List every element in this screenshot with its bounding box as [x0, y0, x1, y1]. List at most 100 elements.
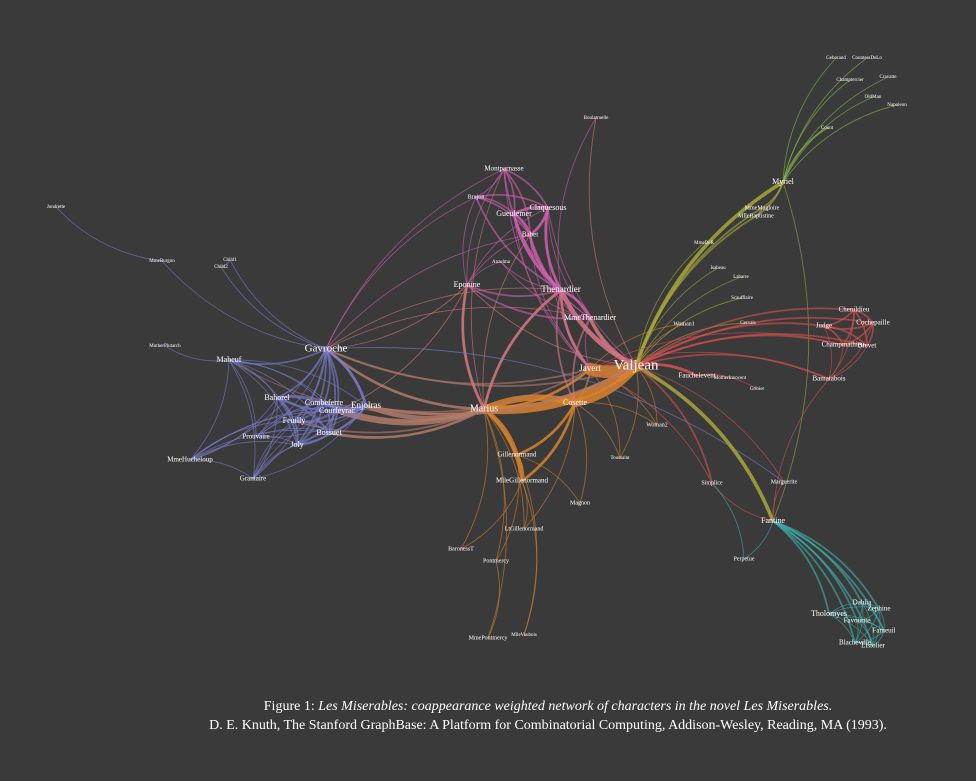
edge-valjean-labarre: [635, 276, 742, 367]
node-label-eponine: Eponine: [454, 280, 481, 289]
node-label-anzelma: Anzelma: [492, 260, 511, 265]
node-label-combeferre: Combeferre: [305, 398, 344, 407]
node-label-dahlia: Dahlia: [853, 599, 873, 607]
edge-marius-mllegillenormand: [482, 407, 524, 483]
node-label-mllegillenormand: MlleGillenormand: [496, 477, 549, 485]
node-label-cochepaille: Cochepaille: [856, 319, 889, 327]
edge-valjean-marguerite: [635, 365, 785, 483]
edge-myriel-champtercier: [782, 79, 851, 183]
edge-javert-claquesous: [546, 207, 591, 370]
edge-bahorel-joly: [276, 397, 298, 446]
node-label-gueulemer: Gueulemer: [496, 209, 532, 218]
edge-simplice-perpetue: [711, 482, 745, 560]
node-label-mmeder: MmeDeR: [694, 241, 714, 246]
edge-mabeuf-grantaire: [228, 359, 256, 480]
edge-cosette-magnon: [574, 402, 588, 504]
edge-cosette-mllegillenormand: [520, 401, 577, 483]
node-label-perpetue: Perpetue: [734, 556, 755, 562]
edge-brujon-babet: [475, 196, 531, 236]
node-label-gervais: Gervais: [740, 321, 756, 326]
edge-tholomyes-listolier: [828, 613, 874, 647]
edge-javert-mmethenardier: [584, 317, 591, 370]
edge-marius-ltgillenormand: [483, 408, 525, 530]
edge-child1-child2: [220, 259, 231, 268]
node-label-myriel: Myriel: [772, 177, 795, 186]
edge-mmethenardier-eponine: [466, 284, 591, 320]
edge-valjean-mllebaptistine: [635, 215, 757, 367]
node-label-motherplutarch: MotherPlutarch: [149, 344, 181, 349]
node-label-bahorel: Bahorel: [264, 393, 290, 402]
edge-mmethenardier-anzelma: [500, 261, 591, 319]
node-label-mmepontmercy: MmePontmercy: [469, 635, 508, 641]
edge-marius-eponine: [461, 283, 486, 411]
node-label-javert: Javert: [579, 363, 601, 373]
edge-dahlia-zephine: [861, 602, 880, 610]
edge-bossuet-joly: [296, 432, 330, 446]
node-label-jondrette: Jondrette: [47, 205, 66, 210]
edge-tholomyes-dahlia: [828, 602, 863, 615]
edge-tholomyes-zephine: [828, 606, 880, 615]
node-label-champtercier: Champtercier: [836, 78, 864, 83]
edge-gueulemer-babet: [512, 212, 532, 237]
edge-valjean-woman2: [635, 365, 658, 426]
edge-valjean-isabeau: [635, 267, 719, 367]
node-label-isabeau: Isabeau: [710, 266, 726, 271]
caption-citation: D. E. Knuth, The Stanford GraphBase: A P…: [209, 718, 887, 733]
edge-mabeuf-courfeyrac: [228, 359, 338, 412]
edge-mabeuf-mmehucheloup: [189, 359, 230, 461]
node-label-oldman: OldMan: [865, 95, 882, 100]
edge-bahorel-courfeyrac: [276, 396, 338, 412]
node-label-feuilly: Feuilly: [283, 416, 306, 425]
edge-thenardier-mmethenardier: [559, 288, 592, 320]
edge-mmethenardier-claquesous: [547, 207, 591, 319]
edge-cosette-gillenormand: [515, 401, 577, 457]
node-label-montparnasse: Montparnasse: [484, 165, 523, 173]
node-label-cosette: Cosette: [563, 398, 587, 407]
edge-myriel-countessdelo: [782, 57, 868, 183]
edge-gueulemer-claquesous: [512, 205, 550, 216]
node-label-brujon: Brujon: [468, 194, 485, 200]
edge-enjolras-joly: [296, 405, 367, 446]
node-label-mmethenardier: MmeThenardier: [564, 313, 616, 322]
node-label-countessdelo: CountessDeLo: [852, 56, 882, 61]
node-label-judge: Judge: [816, 322, 832, 330]
node-label-valjean: Valjean: [614, 357, 659, 373]
node-label-claquesous: Claquesous: [530, 203, 567, 212]
edge-myriel-fantine: [772, 181, 810, 522]
node-label-gribier: Gribier: [750, 387, 765, 392]
edge-marius-baronesst: [460, 408, 489, 550]
edge-javert-montparnasse: [503, 168, 591, 370]
edge-pontmercy-mmepontmercy: [487, 560, 500, 639]
edge-gavroche-brujon: [325, 196, 477, 350]
node-label-mmehucheloup: MmeHucheloup: [167, 456, 213, 464]
node-label-child2: Child2: [214, 265, 228, 270]
edge-myriel-cravatte: [782, 76, 889, 183]
edge-mabeuf-prouvaire: [228, 359, 257, 438]
edge-valjean-chenildieu: [635, 307, 855, 367]
edge-gavroche-bossuet: [325, 348, 336, 434]
edge-mmehucheloup-bossuet: [189, 429, 330, 461]
edge-gavroche-mmehucheloup: [189, 348, 327, 461]
edge-prouvaire-joly: [255, 435, 298, 446]
edge-tholomyes-blacheville: [828, 613, 856, 644]
edge-valjean-claquesous: [547, 207, 637, 367]
edge-valjean-babet: [529, 234, 637, 367]
edge-claquesous-babet: [528, 206, 550, 237]
edge-cochepaille-brevet: [866, 322, 875, 347]
node-label-prouvaire: Prouvaire: [242, 433, 269, 441]
node-label-count: Count: [821, 126, 834, 131]
edge-valjean-gervais: [635, 322, 749, 367]
edge-prouvaire-bossuet: [255, 427, 330, 438]
node-label-pontmercy: Pontmercy: [483, 558, 509, 564]
edge-myriel-geborand: [782, 57, 837, 183]
node-label-mllebaptistine: MlleBaptistine: [738, 213, 774, 219]
edge-gavroche-thenardier: [325, 287, 562, 350]
node-label-fantine: Fantine: [761, 516, 785, 525]
edge-prouvaire-combeferre: [255, 402, 325, 438]
edge-gillenormand-magnon: [516, 454, 581, 504]
node-label-zephine: Zephine: [868, 605, 891, 613]
node-label-toussaint: Toussaint: [610, 456, 630, 461]
edge-grantaire-feuilly: [252, 420, 295, 480]
network-graph: ValjeanJavertMariusCosetteGillenormandMl…: [47, 56, 907, 649]
edge-champmathieu-brevet: [842, 342, 868, 347]
